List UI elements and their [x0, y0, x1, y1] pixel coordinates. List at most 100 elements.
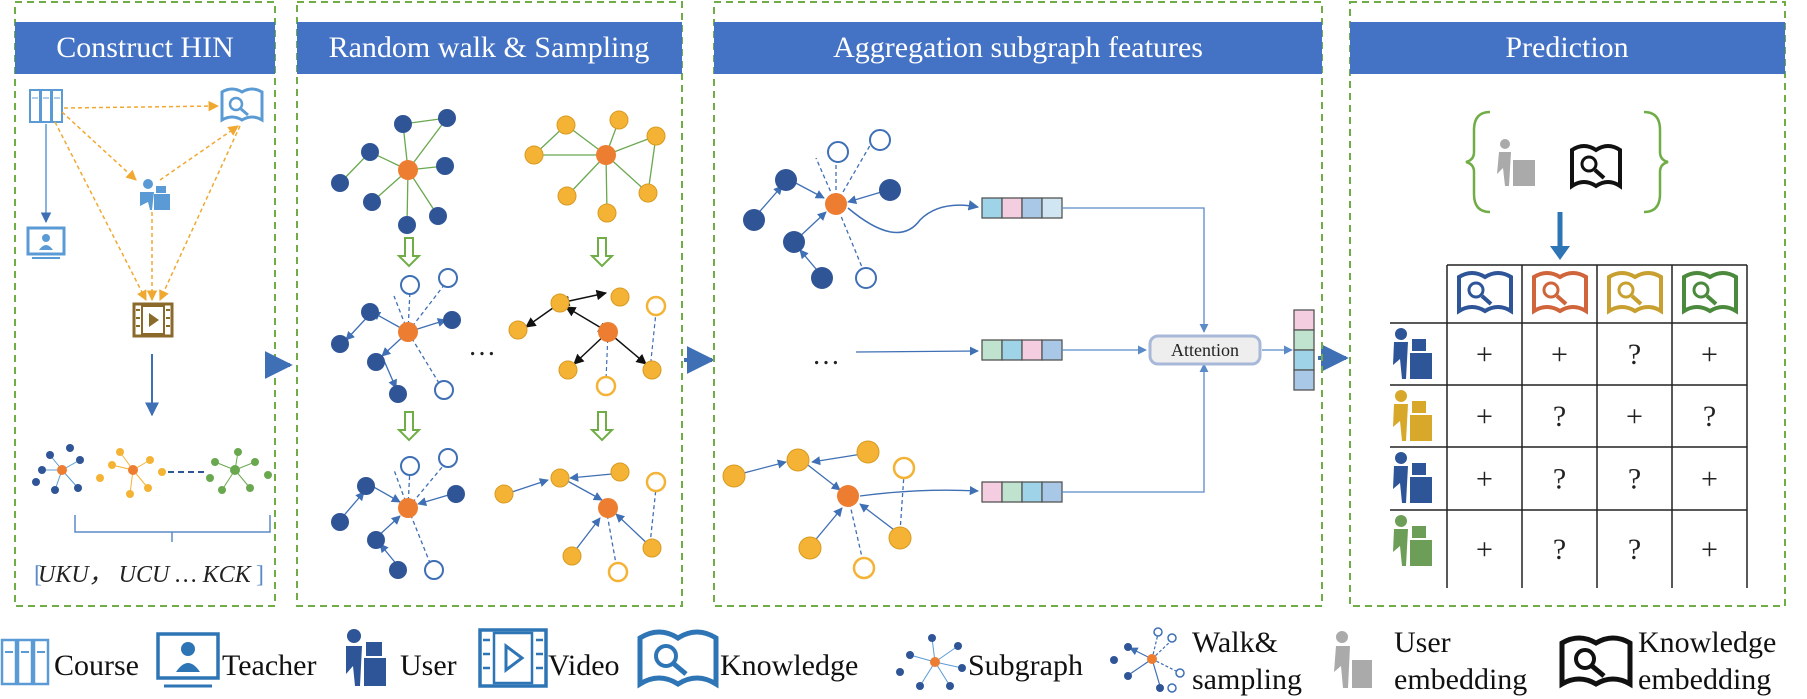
matrix-user-icon	[1393, 452, 1432, 503]
embedding-brace-right	[1643, 110, 1669, 214]
metapath-bracket-right: ]	[256, 562, 264, 588]
aggregate-ellipsis: …	[812, 340, 840, 371]
panel-aggregation: Aggregation subgraph features	[713, 1, 1323, 607]
matrix-cell: +	[1476, 400, 1493, 433]
aggregate-graph-blue	[743, 129, 901, 289]
legend-knowledge-embedding-icon	[1559, 635, 1633, 689]
matrix-user-icons	[1393, 328, 1432, 566]
panel-header-walk	[297, 22, 682, 74]
feature-flow-upper	[847, 200, 980, 234]
matrix-knowledge-icon	[1457, 271, 1513, 315]
matrix-cell: +	[1476, 463, 1493, 496]
walk-graph-yellow-walk	[508, 287, 667, 397]
prediction-down-arrowhead	[1550, 246, 1570, 260]
legend-teacher-icon	[156, 632, 220, 688]
walk-ellipsis: …	[468, 331, 496, 362]
matrix-cell: +	[1701, 338, 1718, 371]
legend-video-icon	[478, 628, 548, 688]
panel-random-walk: Random walk & Sampling	[296, 1, 683, 607]
legend-knowledge-icon	[637, 629, 719, 689]
panel-title-prediction: Prediction	[1505, 31, 1628, 64]
attention-box	[1148, 334, 1262, 366]
panel-header-prediction	[1350, 22, 1785, 74]
knowledge-icon	[220, 87, 264, 123]
video-icon	[132, 302, 174, 338]
matrix-knowledge-icon	[1532, 271, 1588, 315]
feature-vector-middle	[981, 339, 1063, 361]
panel-construct-hin: Construct HIN	[14, 1, 276, 607]
feature-flow-middle	[855, 346, 979, 356]
legend-user-emb-label-2: embedding	[1394, 663, 1527, 696]
feature-vector-lower	[981, 481, 1063, 503]
mini-subgraph-yellow	[96, 448, 166, 498]
matrix-knowledge-icon	[1607, 271, 1663, 315]
matrix-knowledge-icons	[1457, 271, 1738, 315]
legend-walk-icon	[1110, 627, 1185, 693]
panel-title-aggregate: Aggregation subgraph features	[833, 31, 1203, 64]
matrix-cells: + +? + +? +? +?? + +?? +	[1476, 338, 1718, 566]
prediction-matrix-grid	[1390, 264, 1748, 588]
legend-subgraph-label: Subgraph	[968, 649, 1083, 682]
walk-step-arrows	[396, 237, 615, 442]
subgraph-brace	[74, 515, 271, 542]
mini-subgraph-blue	[32, 444, 84, 494]
panel-header-construct	[15, 22, 275, 74]
matrix-cell: ?	[1703, 400, 1716, 433]
attention-links	[1062, 207, 1293, 493]
matrix-cell: +	[1701, 533, 1718, 566]
embedding-brace-left	[1465, 110, 1491, 214]
matrix-cell: ?	[1628, 533, 1641, 566]
matrix-user-icon	[1393, 390, 1432, 441]
matrix-cell: +	[1551, 338, 1568, 371]
walk-graph-blue-walk	[331, 268, 461, 403]
metapath-list: UKU， UCU … KCK	[38, 562, 253, 588]
legend-subgraph-icon	[896, 634, 966, 690]
knowledge-embedding-icon	[1570, 144, 1622, 190]
matrix-cell: ?	[1553, 463, 1566, 496]
panel-header-aggregate	[714, 22, 1322, 74]
walk-graph-yellow-sampled	[494, 462, 667, 583]
legend-user-emb-label-1: User	[1394, 626, 1451, 659]
matrix-user-icon	[1393, 328, 1432, 379]
legend: Course Teacher User Video Knowledge	[0, 626, 1776, 696]
feature-vector-upper	[981, 197, 1063, 219]
matrix-user-icon	[1393, 515, 1432, 566]
metapath-bracket-left: [	[34, 562, 42, 588]
legend-user-label: User	[400, 649, 457, 682]
matrix-cell: ?	[1628, 338, 1641, 371]
matrix-cell: +	[1476, 533, 1493, 566]
legend-knowledge-label: Knowledge	[720, 649, 858, 682]
panel-title-walk: Random walk & Sampling	[329, 31, 650, 64]
panel-prediction: Prediction + +? + +? +? +?? + +??	[1349, 1, 1786, 607]
matrix-cell: +	[1626, 400, 1643, 433]
legend-teacher-label: Teacher	[222, 649, 316, 682]
panel-title-construct: Construct HIN	[56, 31, 233, 64]
matrix-knowledge-icon	[1682, 271, 1738, 315]
legend-course-label: Course	[54, 649, 139, 682]
walk-graph-yellow-original	[524, 110, 666, 223]
aggregated-vector	[1293, 309, 1315, 391]
legend-walk-label-1: Walk&	[1192, 626, 1278, 659]
legend-user-icon	[346, 629, 386, 686]
user-embedding-icon	[1497, 139, 1535, 186]
attention-label: Attention	[1171, 340, 1239, 360]
legend-know-emb-label-2: embedding	[1638, 663, 1771, 696]
teacher-icon	[26, 226, 66, 259]
hin-edges	[40, 100, 241, 417]
legend-walk-label-2: sampling	[1192, 663, 1302, 696]
matrix-cell: +	[1476, 338, 1493, 371]
matrix-cell: ?	[1628, 463, 1641, 496]
legend-know-emb-label-1: Knowledge	[1638, 626, 1776, 659]
user-icon	[140, 179, 170, 210]
matrix-cell: ?	[1553, 400, 1566, 433]
aggregate-graph-yellow	[722, 440, 979, 580]
matrix-cell: +	[1701, 463, 1718, 496]
legend-video-label: Video	[548, 649, 620, 682]
legend-course-icon	[0, 638, 50, 686]
walk-graph-blue-sampled	[331, 448, 465, 580]
matrix-cell: ?	[1553, 533, 1566, 566]
legend-user-embedding-icon	[1334, 631, 1372, 688]
walk-graph-blue-original	[331, 109, 456, 234]
mini-subgraph-green	[206, 448, 272, 494]
